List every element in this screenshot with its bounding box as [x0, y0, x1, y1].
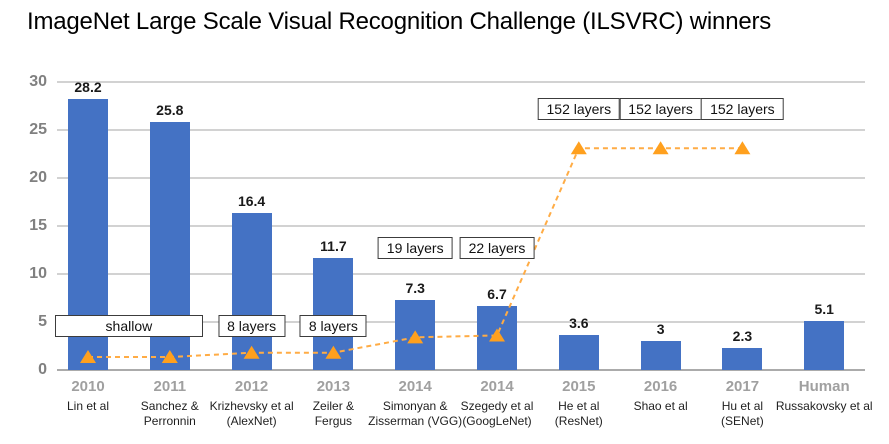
author-label: Szegedy et al(GoogLeNet) — [441, 399, 553, 429]
author-label: Shao et al — [605, 399, 717, 414]
author-label-line: Shao et al — [633, 399, 688, 413]
bar — [477, 305, 517, 370]
year-label: 2014 — [398, 378, 432, 395]
layer-annotation: 19 layers — [377, 237, 453, 260]
gridline — [57, 129, 865, 131]
y-tick-label: 30 — [29, 73, 47, 90]
bar — [395, 299, 436, 370]
bar-value-label: 3.6 — [569, 315, 589, 332]
author-label: Simonyan &Zisserman (VGG) — [359, 399, 471, 429]
year-label: 2013 — [316, 378, 351, 395]
layer-annotation: 152 layers — [619, 97, 702, 120]
author-label-line: Szegedy et al — [460, 399, 534, 413]
year-label: 2010 — [71, 378, 105, 395]
chart-title: ImageNet Large Scale Visual Recognition … — [27, 8, 772, 35]
bar-value-label: 11.7 — [320, 237, 347, 254]
author-label: Hu et al(SENet) — [686, 399, 798, 429]
layer-annotation: 8 layers — [299, 314, 367, 337]
layer-annotation: 152 layers — [701, 97, 784, 120]
depth-marker-triangle — [734, 141, 751, 155]
y-tick-label: 20 — [29, 169, 47, 186]
author-label: Lin et al — [32, 399, 144, 414]
layer-annotation: 22 layers — [459, 237, 535, 260]
bar-value-label: 16.4 — [237, 192, 266, 209]
bar-value-label: 25.8 — [156, 102, 184, 119]
year-label: 2017 — [725, 378, 760, 395]
author-label-line: Lin et al — [66, 399, 110, 413]
bar-value-label: 3 — [656, 321, 665, 338]
author-label-line: He et al — [558, 399, 600, 413]
author-label: Sanchez &Perronnin — [114, 399, 226, 429]
year-label: Human — [798, 378, 850, 395]
year-label: 2016 — [643, 378, 678, 395]
year-label: 2014 — [480, 378, 514, 395]
layer-annotation: 8 layers — [218, 314, 286, 337]
bar-value-label: 6.7 — [487, 285, 507, 302]
author-label-line: Fergus — [314, 414, 353, 428]
bar — [558, 335, 599, 370]
bar — [231, 212, 272, 370]
author-label-line: Perronnin — [143, 414, 196, 428]
author-label-line: Krizhevsky et al — [209, 399, 294, 413]
bar-value-label: 7.3 — [405, 279, 425, 296]
bar-value-label: 2.3 — [732, 327, 753, 344]
author-label-line: (SENet) — [721, 414, 764, 428]
author-label-line: Zisserman (VGG) — [368, 414, 463, 428]
author-label: Russakovsky et al — [768, 399, 880, 414]
bar — [313, 257, 354, 370]
layer-annotation: shallow — [54, 314, 203, 337]
bar-value-label: 5.1 — [814, 301, 834, 318]
year-label: 2011 — [153, 378, 187, 395]
gridline — [57, 81, 865, 83]
x-axis-line — [57, 369, 865, 371]
author-label-line: (ResNet) — [554, 414, 603, 428]
author-label-line: Russakovsky et al — [775, 399, 873, 413]
bar-value-label: 28.2 — [74, 79, 102, 96]
layer-annotation: 152 layers — [537, 97, 621, 120]
author-label-line: (AlexNet) — [226, 414, 277, 428]
author-label-line: Hu et al — [721, 399, 764, 413]
bar — [640, 341, 681, 370]
author-label: Krizhevsky et al(AlexNet) — [196, 399, 308, 429]
author-label: Zeiler &Fergus — [277, 399, 389, 429]
author-label: He et al(ResNet) — [523, 399, 635, 429]
author-label-line: (GoogLeNet) — [462, 414, 532, 428]
author-label-line: Sanchez & — [140, 399, 199, 413]
author-label-line: Zeiler & — [312, 399, 355, 413]
y-tick-label: 5 — [38, 313, 47, 330]
y-tick-label: 15 — [29, 217, 47, 234]
year-label: 2012 — [234, 378, 269, 395]
depth-marker-triangle — [652, 141, 669, 155]
y-tick-label: 0 — [38, 361, 47, 378]
bar — [804, 321, 845, 370]
y-tick-label: 25 — [29, 121, 47, 138]
depth-marker-triangle — [570, 141, 587, 155]
year-label: 2015 — [562, 378, 596, 395]
bar — [722, 347, 763, 370]
author-label-line: Simonyan & — [382, 399, 448, 413]
y-tick-label: 10 — [29, 265, 47, 282]
